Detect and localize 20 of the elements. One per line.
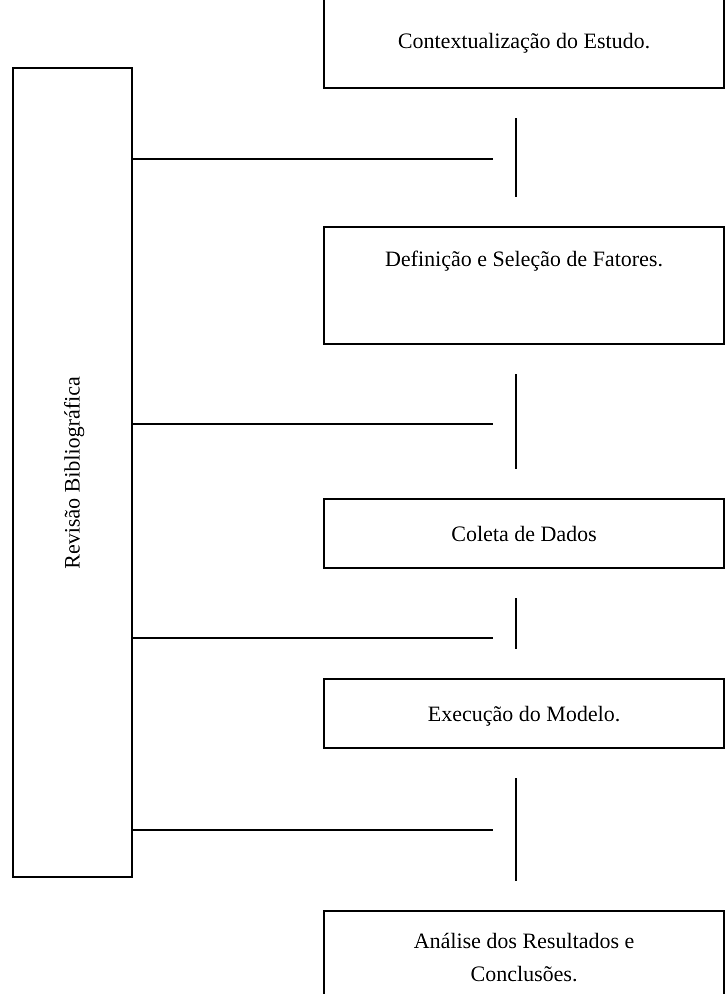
step-box <box>323 678 725 749</box>
connector-line <box>515 374 517 469</box>
step-box <box>323 910 725 994</box>
box-text: Coleta de Dados <box>450 520 598 548</box>
connector-line <box>133 423 493 425</box>
box-text: Contextualização do Estudo. <box>396 27 652 55</box>
box-text: Análise dos Resultados e Conclusões. <box>412 927 636 988</box>
side-box <box>12 67 133 878</box>
connector-line <box>133 829 493 831</box>
connector-line <box>515 598 517 649</box>
box-text: Execução do Modelo. <box>426 700 622 728</box>
step-box <box>323 226 725 345</box>
connector-line <box>515 778 517 881</box>
box-text: Definição e Seleção de Fatores. <box>384 245 664 273</box>
step-box <box>323 498 725 569</box>
connector-line <box>515 118 517 197</box>
connector-line <box>133 637 493 639</box>
box-text: Revisão Bibliográfica <box>59 376 86 569</box>
step-box <box>323 0 725 89</box>
connector-line <box>133 158 493 160</box>
